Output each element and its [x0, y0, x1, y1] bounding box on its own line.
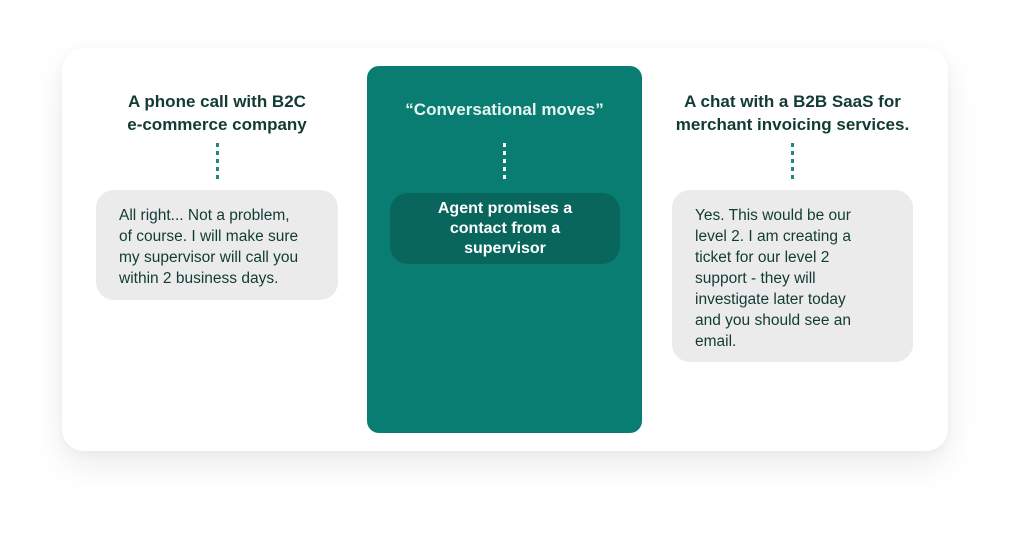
right-heading-line-1: A chat with a B2B SaaS for	[684, 92, 901, 111]
conversational-moves-panel: “Conversational moves” Agent promises a …	[367, 66, 642, 433]
agent-promise-pill: Agent promises a contact from a supervis…	[390, 193, 620, 264]
bubble-line: of course. I will make sure	[119, 228, 299, 245]
left-heading-line-1: A phone call with B2C	[128, 92, 306, 111]
center-dotted-connector	[503, 143, 506, 179]
bubble-line: support - they will	[695, 270, 816, 287]
agent-promise-text: Agent promises a contact from a supervis…	[437, 199, 573, 257]
bubble-line: and you should see an	[695, 312, 851, 329]
left-heading-line-2: e-commerce company	[127, 115, 307, 134]
right-heading: A chat with a B2B SaaS for merchant invo…	[660, 90, 925, 136]
bubble-line: email.	[695, 333, 737, 350]
right-chat-bubble: Yes. This would be our level 2. I am cre…	[672, 190, 913, 362]
conversational-moves-title: “Conversational moves”	[405, 100, 604, 119]
bubble-line: within 2 business days.	[119, 270, 279, 287]
left-dotted-connector	[216, 143, 219, 179]
bubble-line: my supervisor will call you	[119, 249, 299, 266]
bubble-line: Yes. This would be our	[695, 207, 851, 224]
bubble-line: All right... Not a problem,	[119, 207, 290, 224]
bubble-line: level 2. I am creating a	[695, 228, 851, 245]
left-heading: A phone call with B2C e-commerce company	[97, 90, 337, 136]
right-dotted-connector	[791, 143, 794, 179]
bubble-line: investigate later today	[695, 291, 846, 308]
right-heading-line-2: merchant invoicing services.	[675, 115, 910, 134]
bubble-line: ticket for our level 2	[695, 249, 830, 266]
left-chat-bubble: All right... Not a problem, of course. I…	[96, 190, 338, 300]
